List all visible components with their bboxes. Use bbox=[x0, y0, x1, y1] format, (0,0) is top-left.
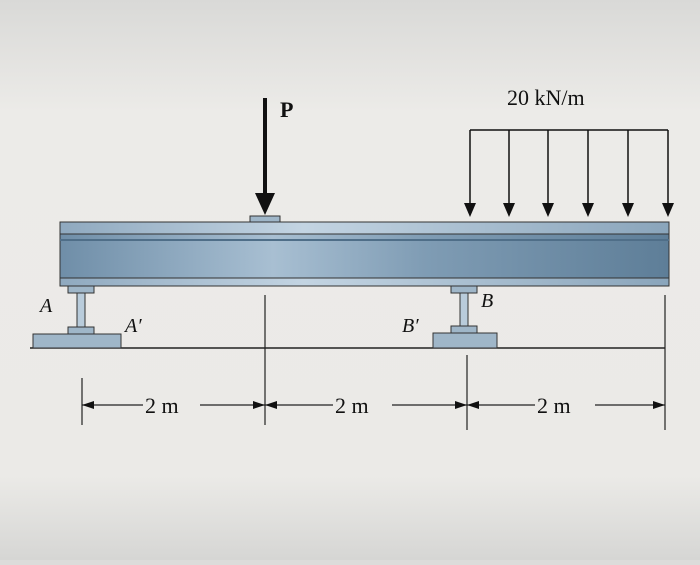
dimension-1-right-arrowhead bbox=[253, 401, 265, 409]
support-A-web bbox=[76, 292, 86, 328]
support-A-bottom-flange bbox=[67, 326, 95, 335]
dimension-3-label: 2 m bbox=[537, 393, 571, 418]
steel-beam bbox=[59, 221, 670, 287]
point-load-arrowhead bbox=[255, 193, 275, 215]
distributed-load-arrowhead bbox=[464, 203, 476, 217]
dimension-2-left-arrowhead bbox=[265, 401, 277, 409]
beam-web bbox=[59, 233, 670, 279]
distributed-load-arrowhead bbox=[662, 203, 674, 217]
support-A-base-plate bbox=[32, 333, 122, 349]
support-B-prime-label: B′ bbox=[402, 315, 419, 337]
support-B-bottom-flange bbox=[450, 325, 478, 334]
distributed-load-arrows bbox=[464, 130, 674, 217]
support-A: A A′ bbox=[32, 285, 142, 349]
beam-top-flange bbox=[59, 221, 670, 235]
distributed-load-arrowhead bbox=[542, 203, 554, 217]
dimension-2-label: 2 m bbox=[335, 393, 369, 418]
support-B-web bbox=[459, 292, 469, 327]
support-A-label: A bbox=[38, 295, 53, 317]
dimension-1-left-arrowhead bbox=[82, 401, 94, 409]
support-B-label: B bbox=[481, 290, 493, 312]
support-A-prime-label: A′ bbox=[123, 315, 142, 337]
support-A-top-flange bbox=[67, 285, 95, 294]
distributed-load-arrowhead bbox=[503, 203, 515, 217]
dimension-1-label: 2 m bbox=[145, 393, 179, 418]
distributed-load-arrowhead bbox=[582, 203, 594, 217]
dimension-2-right-arrowhead bbox=[455, 401, 467, 409]
distributed-load: 20 kN/m bbox=[464, 85, 674, 217]
distributed-load-label: 20 kN/m bbox=[507, 85, 585, 110]
dimension-lines: 2 m 2 m 2 m bbox=[81, 295, 666, 430]
support-B: B B′ bbox=[402, 285, 498, 349]
dimension-3-left-arrowhead bbox=[467, 401, 479, 409]
dimension-3-right-arrowhead bbox=[653, 401, 665, 409]
beam-bottom-flange bbox=[59, 277, 670, 287]
load-P-label: P bbox=[280, 97, 293, 122]
point-load-P: P bbox=[255, 97, 293, 215]
support-B-base-plate bbox=[432, 332, 498, 349]
distributed-load-arrowhead bbox=[622, 203, 634, 217]
support-B-top-flange bbox=[450, 285, 478, 294]
